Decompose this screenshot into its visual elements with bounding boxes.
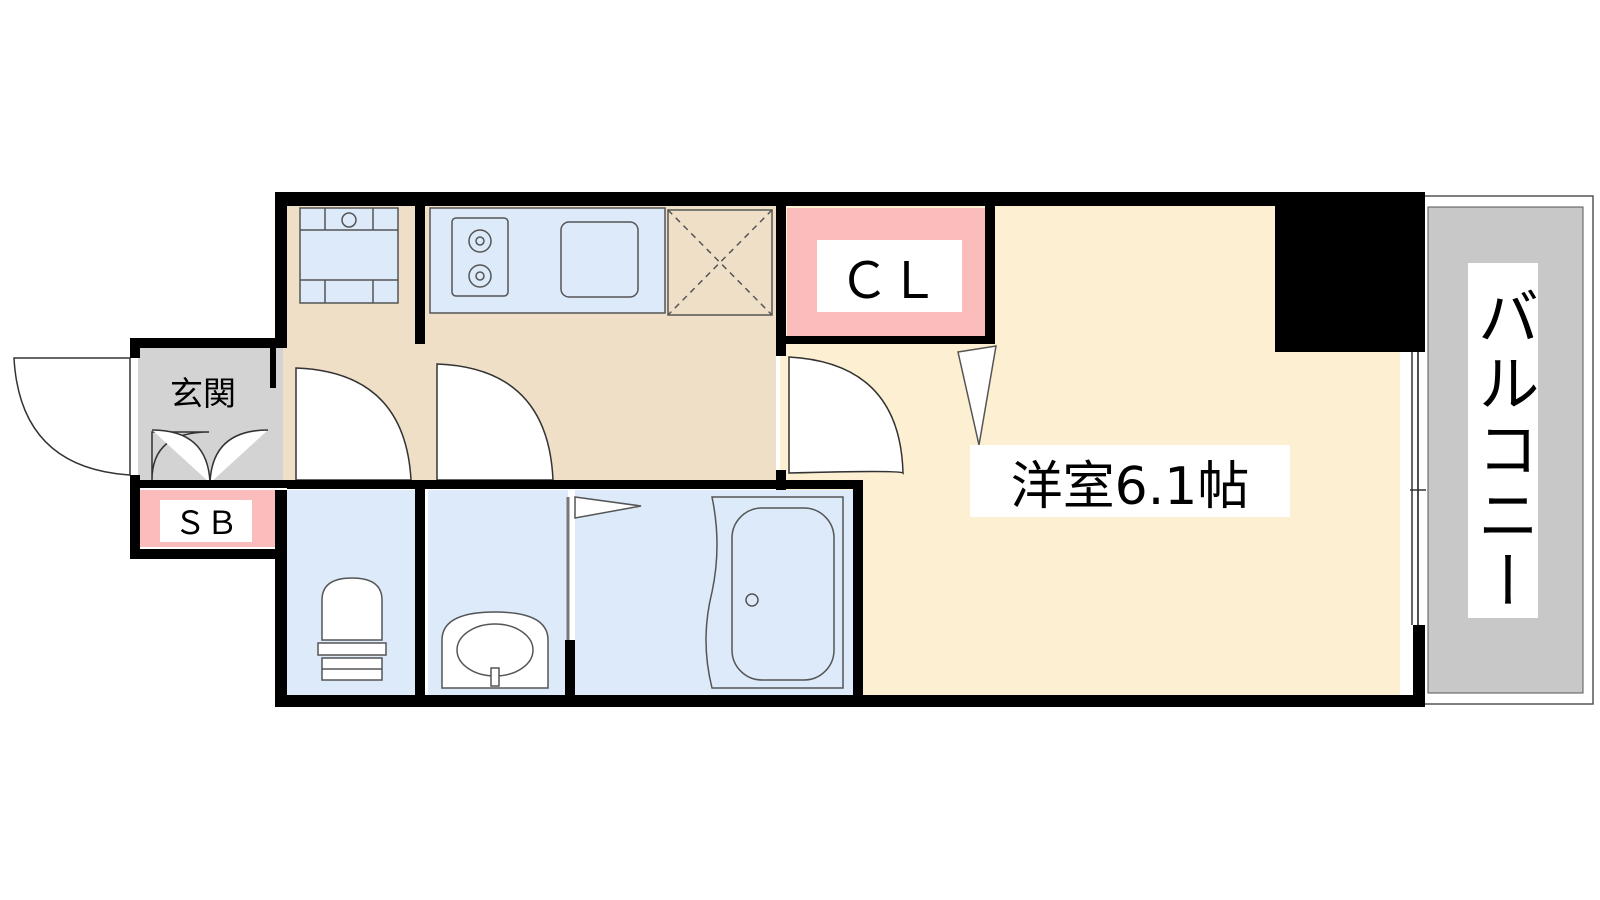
bathtub-icon [705,496,844,689]
balcony-label: バルコニー [1467,285,1540,615]
walls [130,192,1425,707]
entrance-label: 玄関 [170,374,236,413]
closet-label-bg [817,240,962,312]
western-room-door [788,356,904,475]
shoe-box-label: ＳＢ [174,504,238,542]
kitchen-sink-icon [560,221,639,298]
fridge-icon [300,208,398,303]
stove-icon [451,217,509,297]
western-room-label: 洋室6.1帖 [1011,457,1250,517]
washroom-door [436,363,554,481]
wash-basin-icon [441,611,549,689]
toilet-door [295,367,412,481]
bathroom-floor [575,490,855,695]
toilet-icon [317,577,387,681]
balcony-window [1410,352,1426,625]
balcony-label-bg [1468,263,1538,618]
washing-machine-space-icon [667,209,773,316]
closet-label: ＣＬ [839,252,939,310]
western-room-label-bg [970,445,1290,517]
room-divider-flag [957,345,997,446]
fridge-space [299,207,399,304]
entrance-floor [138,345,283,480]
washroom-door-flag [566,496,642,640]
shoe-box-doors [151,429,269,484]
shoe-box-label-bg [160,500,252,542]
entrance-door [13,357,131,476]
